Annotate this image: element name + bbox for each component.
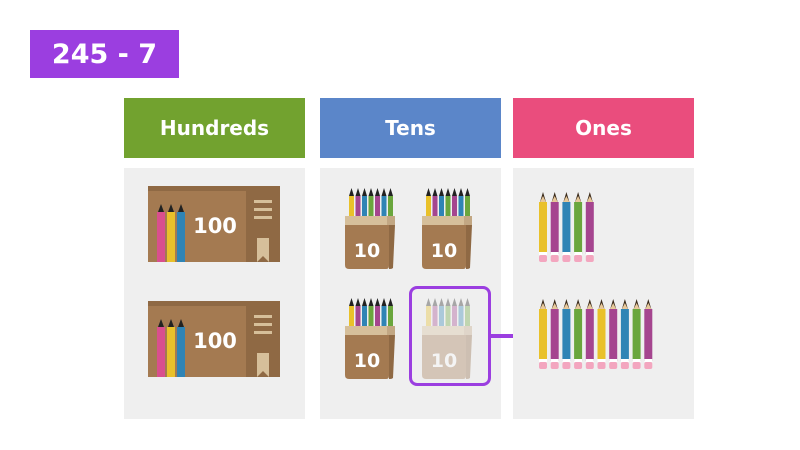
ten-box-3: 10 (345, 294, 399, 379)
pencil-icon (644, 299, 653, 369)
hundred-block-2: 100 (148, 301, 280, 377)
regroup-highlight (409, 286, 491, 386)
pencil-icon (620, 299, 629, 369)
ten-box-3-label: 10 (354, 350, 380, 372)
tens-area: 10 10 10 10 (320, 168, 501, 419)
pencil-icon (574, 192, 583, 262)
tens-header: Tens (320, 98, 501, 158)
pencil-icon (550, 192, 559, 262)
pencil-icon (585, 299, 594, 369)
pencil-icon (574, 299, 583, 369)
ten-box-2-label: 10 (431, 240, 457, 262)
ones-area (513, 168, 694, 419)
hundreds-column: Hundreds 100 (124, 98, 305, 419)
ten-box-1-label: 10 (354, 240, 380, 262)
ones-group-5 (539, 192, 597, 264)
hundred-block-1-label: 100 (193, 214, 237, 238)
pencil-icon (632, 299, 641, 369)
hundreds-header: Hundreds (124, 98, 305, 158)
pencil-icon (539, 192, 547, 262)
pencil-icon (550, 299, 559, 369)
ones-column: Ones (513, 98, 694, 419)
ten-box-regrouped: 10 (422, 294, 476, 379)
pencil-icon (585, 192, 594, 262)
pencil-icon (562, 192, 571, 262)
problem-title: 245 - 7 (30, 30, 179, 78)
ten-box-regrouped-label: 10 (431, 350, 457, 372)
hundred-block-2-label: 100 (193, 329, 237, 353)
ones-group-10 (539, 299, 655, 371)
hundred-block-1: 100 (148, 186, 280, 262)
pencil-icon (597, 299, 606, 369)
ten-box-2: 10 (422, 184, 476, 269)
pencil-icon (562, 299, 571, 369)
tens-column: Tens 10 10 10 10 (320, 98, 501, 419)
ten-box-1: 10 (345, 184, 399, 269)
hundreds-area: 100 100 (124, 168, 305, 419)
pencil-icon (539, 299, 547, 369)
pencil-icon (609, 299, 618, 369)
ones-header: Ones (513, 98, 694, 158)
